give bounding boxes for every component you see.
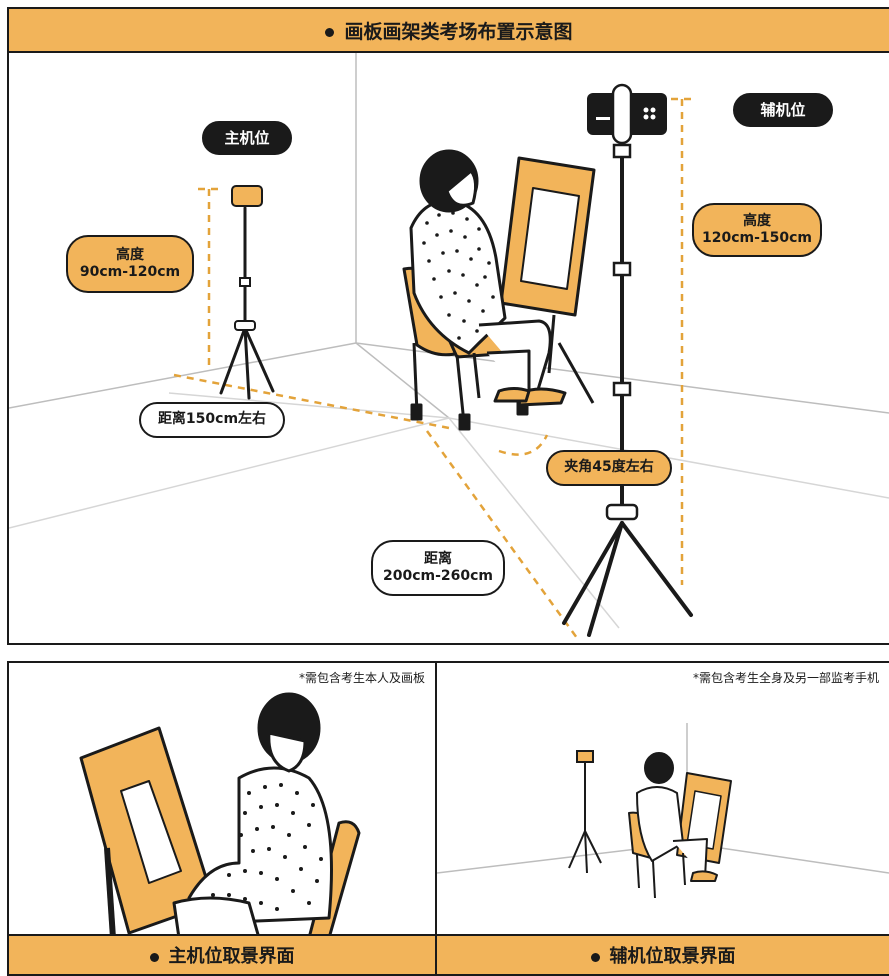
bullet-icon xyxy=(149,952,159,962)
jacket-dots xyxy=(422,211,495,340)
small-student xyxy=(636,786,684,862)
bullet-icon xyxy=(325,27,335,37)
jacket-dots xyxy=(211,783,323,911)
aux-view-title-bar: 辅机位取景界面 xyxy=(437,934,889,974)
dashed-guides xyxy=(173,97,693,639)
main-camera-tripod xyxy=(219,185,275,400)
aux-phone-icon xyxy=(587,83,667,145)
main-view-illustration xyxy=(79,692,361,938)
main-diagram-panel: 画板画架类考场布置示意图 xyxy=(7,7,889,645)
aux-camera-label: 辅机位 xyxy=(733,93,833,127)
student-figure xyxy=(409,149,567,407)
easel xyxy=(499,156,596,404)
height-aux-label: 高度 120cm-150cm xyxy=(692,203,822,257)
bullet-icon xyxy=(590,952,600,962)
main-camera-label: 主机位 xyxy=(202,121,292,155)
distance-aux-label: 距离 200cm-260cm xyxy=(371,540,505,596)
distance-main-label: 距离150cm左右 xyxy=(139,402,285,438)
main-view-note: *需包含考生本人及画板 xyxy=(298,671,425,685)
main-view-title: 主机位取景界面 xyxy=(168,946,295,967)
small-tripod xyxy=(568,750,602,874)
diagram-title: 画板画架类考场布置示意图 xyxy=(344,20,573,43)
main-camera-view-panel: *需包含考生本人及画板 主机位取景界面 xyxy=(7,661,437,976)
aux-camera-view-panel: *需包含考生全身及另一部监考手机 辅机位取景界面 xyxy=(435,661,889,976)
aux-view-title: 辅机位取景界面 xyxy=(609,946,736,967)
height-main-label: 高度 90cm-120cm xyxy=(66,235,194,293)
aux-view-illustration xyxy=(437,723,889,899)
viewfinder-panels: *需包含考生本人及画板 主机位取景界面 xyxy=(7,661,889,976)
diagram-title-bar: 画板画架类考场布置示意图 xyxy=(9,9,889,53)
aux-view-note: *需包含考生全身及另一部监考手机 xyxy=(692,671,879,685)
main-view-title-bar: 主机位取景界面 xyxy=(9,934,435,974)
angle-label: 夹角45度左右 xyxy=(546,450,672,486)
